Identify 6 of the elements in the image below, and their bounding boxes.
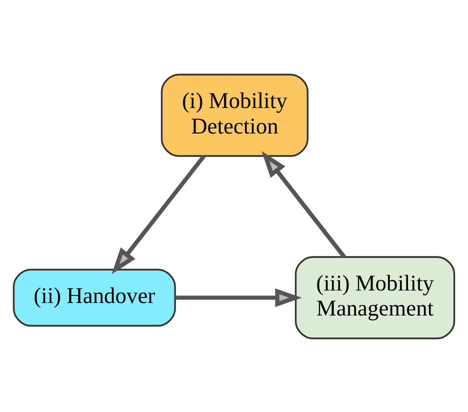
arrow xyxy=(112,154,206,274)
node-box: (ii) Handover xyxy=(12,268,176,326)
arrow xyxy=(262,150,346,258)
arrow xyxy=(176,288,302,307)
node-box: (i) Mobility Detection xyxy=(160,73,308,156)
node-box: (iii) Mobility Management xyxy=(294,256,456,339)
